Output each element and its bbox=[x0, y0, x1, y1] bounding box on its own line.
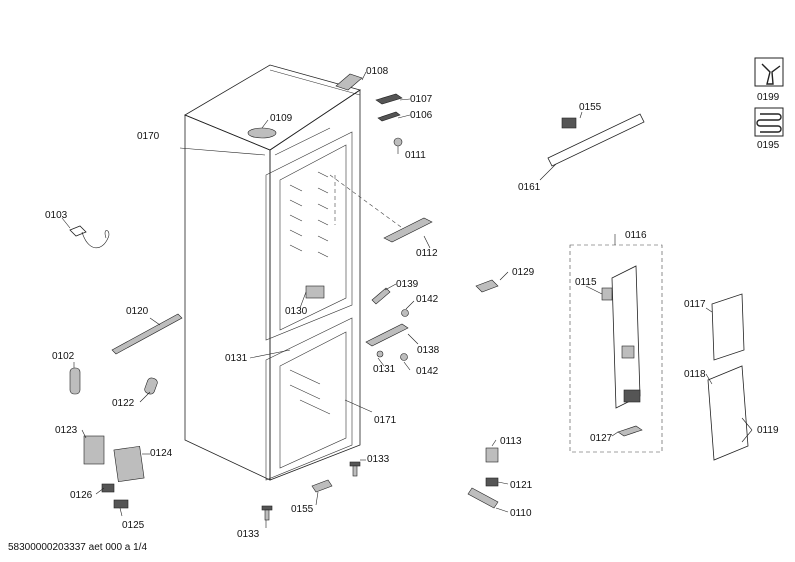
label-0112: 0112 bbox=[416, 248, 438, 259]
part-0161-strip bbox=[547, 113, 645, 167]
label-0115: 0115 bbox=[575, 277, 597, 288]
label-0130: 0130 bbox=[285, 306, 308, 317]
label-0110: 0110 bbox=[510, 508, 532, 519]
part-0155-clip bbox=[561, 117, 577, 129]
label-0171: 0171 bbox=[374, 415, 397, 426]
fridge-cabinet bbox=[184, 64, 361, 481]
part-0116-window bbox=[621, 345, 635, 359]
label-0125: 0125 bbox=[122, 520, 145, 531]
part-0129 bbox=[475, 279, 499, 293]
label-0113: 0113 bbox=[500, 436, 522, 447]
part-0106 bbox=[377, 111, 401, 122]
part-0109 bbox=[247, 127, 277, 139]
label-0123: 0123 bbox=[55, 425, 78, 436]
part-0120-rail bbox=[111, 313, 183, 355]
document-id-footer: 58300000203337 aet 000 a 1/4 bbox=[8, 542, 148, 553]
part-0110 bbox=[467, 487, 499, 509]
part-0112-light bbox=[383, 217, 433, 243]
part-0126 bbox=[101, 483, 115, 493]
part-0116-base bbox=[623, 389, 641, 403]
coil-icon bbox=[754, 107, 784, 137]
part-0125 bbox=[113, 499, 129, 509]
label-0121: 0121 bbox=[510, 480, 533, 491]
label-0103: 0103 bbox=[45, 210, 68, 221]
part-0116-housing bbox=[611, 265, 641, 409]
label-0122: 0122 bbox=[112, 398, 135, 409]
part-0103-power-cable bbox=[69, 225, 110, 249]
part-0133-screw-b bbox=[349, 461, 361, 477]
label-0133-a: 0133 bbox=[367, 454, 390, 465]
label-0118: 0118 bbox=[684, 369, 706, 380]
part-0111-screw bbox=[393, 137, 403, 147]
label-0138: 0138 bbox=[417, 345, 440, 356]
label-0170: 0170 bbox=[137, 131, 160, 142]
label-0111: 0111 bbox=[405, 150, 426, 161]
label-0142-b: 0142 bbox=[416, 366, 439, 377]
label-0119: 0119 bbox=[757, 425, 779, 436]
part-0123 bbox=[83, 435, 105, 465]
part-0108-cover bbox=[335, 73, 363, 91]
part-0113 bbox=[485, 447, 499, 463]
label-0109: 0109 bbox=[270, 113, 293, 124]
part-0102-pin bbox=[69, 367, 81, 395]
part-0117-panel bbox=[711, 293, 745, 361]
label-0127: 0127 bbox=[590, 433, 613, 444]
label-0161: 0161 bbox=[518, 182, 541, 193]
label-0107: 0107 bbox=[410, 94, 433, 105]
part-0121 bbox=[485, 477, 499, 487]
part-0122 bbox=[144, 377, 158, 395]
part-0155-bracket bbox=[311, 479, 333, 493]
part-0124-board bbox=[113, 446, 145, 482]
leader-lines bbox=[61, 71, 753, 528]
label-0108: 0108 bbox=[366, 66, 389, 77]
label-0129: 0129 bbox=[512, 267, 535, 278]
part-0139 bbox=[371, 287, 391, 305]
part-0118-panel bbox=[707, 365, 749, 461]
label-0106: 0106 bbox=[410, 110, 433, 121]
label-0126: 0126 bbox=[70, 490, 93, 501]
part-0131 bbox=[376, 350, 384, 358]
label-0139: 0139 bbox=[396, 279, 419, 290]
part-0115 bbox=[601, 287, 613, 301]
part-0127 bbox=[617, 425, 643, 437]
label-0195: 0195 bbox=[757, 140, 780, 151]
label-0124: 0124 bbox=[150, 448, 173, 459]
part-0138-bracket bbox=[365, 323, 409, 347]
label-0117: 0117 bbox=[684, 299, 706, 310]
part-0107 bbox=[375, 93, 403, 105]
label-0120: 0120 bbox=[126, 306, 149, 317]
label-0155-b: 0155 bbox=[579, 102, 602, 113]
part-0133-screw-a bbox=[261, 505, 273, 521]
label-0133-b: 0133 bbox=[237, 529, 260, 540]
label-0131-b: 0131 bbox=[373, 364, 396, 375]
wrench-icon bbox=[754, 57, 784, 87]
label-0131-a: 0131 bbox=[225, 353, 248, 364]
label-0155-a: 0155 bbox=[291, 504, 314, 515]
label-0116: 0116 bbox=[625, 230, 647, 241]
label-0102: 0102 bbox=[52, 351, 75, 362]
label-0142-a: 0142 bbox=[416, 294, 439, 305]
label-0199: 0199 bbox=[757, 92, 780, 103]
part-0142-screw-b bbox=[400, 353, 408, 361]
part-0142-screw-a bbox=[401, 309, 409, 317]
